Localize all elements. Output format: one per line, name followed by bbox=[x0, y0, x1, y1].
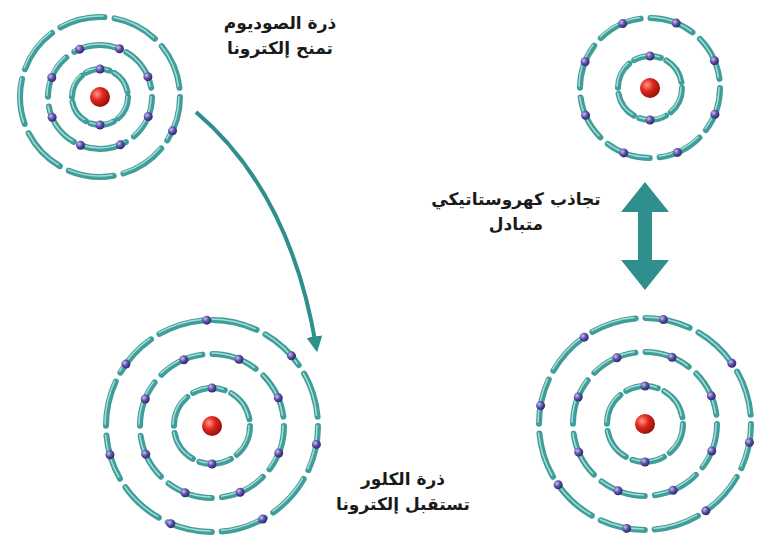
shell-highlight bbox=[105, 319, 317, 531]
electron bbox=[707, 391, 716, 400]
shell-highlight bbox=[173, 387, 249, 463]
electron-shell bbox=[539, 318, 751, 530]
electron-shell bbox=[48, 45, 152, 149]
nucleus bbox=[202, 416, 222, 436]
electron bbox=[144, 112, 153, 121]
nucleus bbox=[90, 87, 110, 107]
electron bbox=[179, 355, 188, 364]
electron bbox=[76, 141, 85, 150]
electron bbox=[574, 448, 583, 457]
arrow-head bbox=[621, 182, 669, 212]
electron bbox=[48, 113, 57, 122]
electron bbox=[141, 395, 150, 404]
electron bbox=[287, 351, 296, 360]
callout-label: تجاذب كهروستاتيكي متبادل bbox=[418, 186, 614, 237]
atom-model bbox=[19, 16, 180, 177]
electron bbox=[121, 360, 130, 369]
electron bbox=[701, 506, 710, 515]
electron bbox=[202, 316, 211, 325]
electron bbox=[554, 480, 563, 489]
electron bbox=[618, 19, 627, 28]
electron bbox=[141, 450, 150, 459]
electron-shell bbox=[174, 388, 250, 464]
atom-model bbox=[105, 316, 321, 532]
electron bbox=[667, 353, 676, 362]
shell-highlight bbox=[617, 55, 681, 119]
electron-shell bbox=[72, 69, 128, 125]
electron bbox=[622, 524, 631, 533]
arrow-shaft bbox=[638, 205, 652, 267]
electron bbox=[646, 52, 655, 61]
electron bbox=[258, 515, 267, 524]
electron bbox=[115, 44, 124, 53]
electron bbox=[581, 57, 590, 66]
electron bbox=[707, 446, 716, 455]
atom-model bbox=[579, 17, 720, 158]
nucleus bbox=[640, 78, 660, 98]
attraction-arrow bbox=[621, 182, 669, 290]
electron bbox=[181, 488, 190, 497]
electron bbox=[581, 111, 590, 120]
electron bbox=[710, 56, 719, 65]
nucleus bbox=[635, 414, 655, 434]
electron bbox=[96, 121, 105, 130]
electron bbox=[710, 110, 719, 119]
electron bbox=[727, 359, 736, 368]
shell-highlight bbox=[71, 68, 127, 124]
electron-shell bbox=[573, 352, 717, 496]
electron bbox=[105, 450, 114, 459]
electron bbox=[234, 355, 243, 364]
electron bbox=[745, 438, 754, 447]
electron bbox=[143, 72, 152, 81]
electron bbox=[672, 19, 681, 28]
electron bbox=[96, 65, 105, 74]
callout-label: ذرة الكلور تستقبل إلكترونا bbox=[330, 466, 476, 517]
callout-label: ذرة الصوديوم تمنح إلكترونا bbox=[212, 10, 348, 61]
electron bbox=[673, 148, 682, 157]
electron bbox=[659, 315, 668, 324]
electron bbox=[614, 486, 623, 495]
electron bbox=[47, 73, 56, 82]
electron bbox=[75, 45, 84, 54]
shell-highlight bbox=[19, 16, 179, 176]
electron bbox=[619, 148, 628, 157]
shell-highlight bbox=[579, 17, 719, 157]
shell-highlight bbox=[139, 353, 283, 497]
shell-highlight bbox=[606, 385, 682, 461]
electron bbox=[536, 401, 545, 410]
atom-group bbox=[19, 16, 754, 533]
electron bbox=[168, 126, 177, 135]
arrow-head bbox=[621, 260, 669, 290]
electron-shell bbox=[607, 386, 683, 462]
electron bbox=[236, 488, 245, 497]
atom-model bbox=[536, 315, 754, 533]
electron bbox=[641, 458, 650, 467]
transfer-arrow bbox=[196, 112, 316, 346]
shell-highlight bbox=[538, 317, 750, 529]
electron bbox=[574, 393, 583, 402]
electron bbox=[612, 353, 621, 362]
electron-shell bbox=[580, 18, 720, 158]
electron bbox=[116, 140, 125, 149]
electron-shell bbox=[618, 56, 682, 120]
shell-highlight bbox=[47, 44, 151, 148]
electron bbox=[208, 460, 217, 469]
shell-highlight bbox=[572, 351, 716, 495]
electron bbox=[669, 486, 678, 495]
electron bbox=[646, 116, 655, 125]
electron-shell bbox=[140, 354, 284, 498]
electron-shell bbox=[106, 320, 318, 532]
electron bbox=[274, 448, 283, 457]
electron bbox=[208, 384, 217, 393]
electron bbox=[166, 519, 175, 528]
electron-shell bbox=[20, 17, 180, 177]
electron bbox=[312, 440, 321, 449]
electron bbox=[641, 382, 650, 391]
electron bbox=[274, 393, 283, 402]
electron bbox=[580, 333, 589, 342]
